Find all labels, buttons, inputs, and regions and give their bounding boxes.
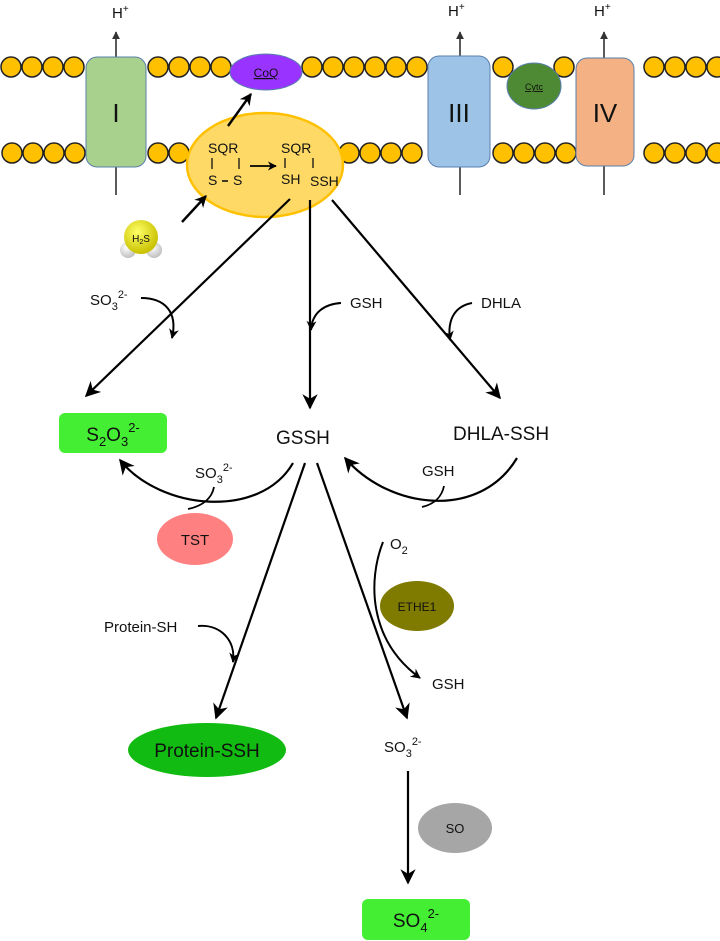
lipid-bead: [64, 142, 86, 164]
h2s-label: H2S: [132, 234, 150, 246]
tst-label: TST: [181, 532, 209, 549]
sulfate-box[interactable]: SO42-: [362, 899, 470, 940]
lipid-bead: [0, 56, 22, 78]
lipid-bead: [1, 142, 23, 164]
sqr-right-sh: SH: [281, 171, 300, 187]
lipid-bead: [168, 142, 190, 164]
sqr-left-s1: S: [208, 172, 217, 188]
gsh-cosubstrate-arrow: [306, 302, 342, 331]
complex-IV-label: IV: [593, 98, 618, 128]
complex-I[interactable]: I: [85, 56, 147, 168]
complex-III-label: III: [448, 98, 470, 128]
dhla-label: DHLA: [481, 295, 521, 312]
gssh-to-protein-ssh-arrow: [213, 462, 307, 720]
lipid-bead: [380, 142, 402, 164]
lipid-bead: [685, 56, 707, 78]
protein-sh-label: Protein-SH: [104, 619, 177, 636]
thiosulfate-label: S2O32-: [86, 420, 140, 449]
gsh-ethe1-label: GSH: [432, 676, 465, 693]
sqr-left-label: SQR: [208, 140, 238, 156]
lipid-bead: [359, 142, 381, 164]
so3-tst-label: SO32-: [195, 462, 233, 486]
proton-label-I: H+: [112, 4, 129, 22]
lipid-bead: [168, 56, 190, 78]
proton-label-III: H+: [448, 2, 465, 20]
lipid-bead: [22, 142, 44, 164]
gsh-top-label: GSH: [350, 295, 383, 312]
lipid-bead: [706, 56, 720, 78]
sqr-right-label: SQR: [281, 140, 311, 156]
proton-label-IV: H+: [594, 2, 611, 20]
sulfite-label: SO32-: [384, 736, 422, 760]
so3-tst-cosubstrate-line: [187, 486, 215, 510]
lipid-bead: [364, 56, 386, 78]
lipid-bead: [553, 56, 575, 78]
sqr-enzyme[interactable]: SQR S S SQR SH SSH: [185, 111, 345, 219]
lipid-bead: [664, 56, 686, 78]
coq-carrier[interactable]: CoQ: [229, 53, 303, 91]
so-label: SO: [446, 821, 465, 836]
lipid-bead: [555, 142, 577, 164]
dhla-ssh-label: DHLA-SSH: [453, 424, 549, 445]
sqr-to-thiosulfate-arrow: [84, 198, 291, 398]
gssh-label: GSSH: [276, 428, 330, 449]
lipid-bead: [210, 56, 232, 78]
lipid-bead: [643, 56, 665, 78]
gsh-recycle-label: GSH: [422, 463, 455, 480]
ethe1-label: ETHE1: [398, 600, 437, 614]
sqr-to-coq-arrow: [227, 93, 252, 127]
lipid-bead: [401, 142, 423, 164]
h2s-molecule[interactable]: H2S: [120, 220, 162, 258]
lipid-bead: [43, 142, 65, 164]
sqr-right-ssh: SSH: [310, 173, 339, 189]
tst-reaction-arrow: [119, 458, 294, 503]
so3-cosubstrate-arrow: [140, 297, 179, 339]
coq-label: CoQ: [254, 66, 279, 80]
lipid-bead: [189, 56, 211, 78]
dhla-cosubstrate-arrow: [443, 302, 473, 341]
sqr-left-s2: S: [233, 172, 242, 188]
protein-sh-cosubstrate-arrow: [197, 624, 240, 663]
lipid-bead: [492, 56, 514, 78]
protein-ssh-node[interactable]: Protein-SSH: [128, 723, 286, 777]
lipid-bead: [385, 56, 407, 78]
lipid-bead: [147, 142, 169, 164]
lipid-bead: [42, 56, 64, 78]
lipid-bead: [406, 56, 428, 78]
tst-enzyme[interactable]: TST: [157, 513, 233, 565]
lipid-bead: [643, 142, 665, 164]
complex-IV[interactable]: IV: [575, 57, 635, 167]
cytc-carrier[interactable]: Cytc: [506, 62, 562, 110]
lipid-bead: [322, 56, 344, 78]
gsh-recycle-line: [421, 485, 445, 508]
thiosulfate-box[interactable]: S2O32-: [59, 413, 167, 453]
protein-ssh-label: Protein-SSH: [154, 741, 260, 762]
sulfate-label: SO42-: [393, 906, 439, 935]
lipid-bead: [21, 56, 43, 78]
lipid-bead: [343, 56, 365, 78]
lipid-bead: [534, 142, 556, 164]
complex-I-label: I: [112, 98, 119, 128]
lipid-bead: [685, 142, 707, 164]
lipid-bead: [513, 142, 535, 164]
lipid-bead: [63, 56, 85, 78]
dhla-ssh-to-gssh-arrow: [343, 456, 518, 502]
gssh-to-sulfite-arrow: [315, 462, 410, 720]
lipid-bead: [706, 142, 720, 164]
lipid-bead: [301, 56, 323, 78]
ethe1-enzyme[interactable]: ETHE1: [380, 581, 454, 631]
lipid-bead: [492, 142, 514, 164]
h2s-to-sqr-arrow: [181, 195, 207, 223]
lipid-bead: [664, 142, 686, 164]
o2-label: O2: [390, 536, 408, 557]
so-enzyme[interactable]: SO: [418, 803, 492, 853]
complex-III[interactable]: III: [427, 55, 491, 168]
ethe1-o2-gsh-arrow: [373, 541, 421, 679]
lipid-bead: [147, 56, 169, 78]
lipid-bilayer: [0, 56, 720, 164]
cytc-label: Cytc: [525, 82, 544, 92]
sqr-to-dhla-ssh-arrow: [331, 199, 501, 400]
so3-left-label: SO32-: [90, 289, 128, 313]
